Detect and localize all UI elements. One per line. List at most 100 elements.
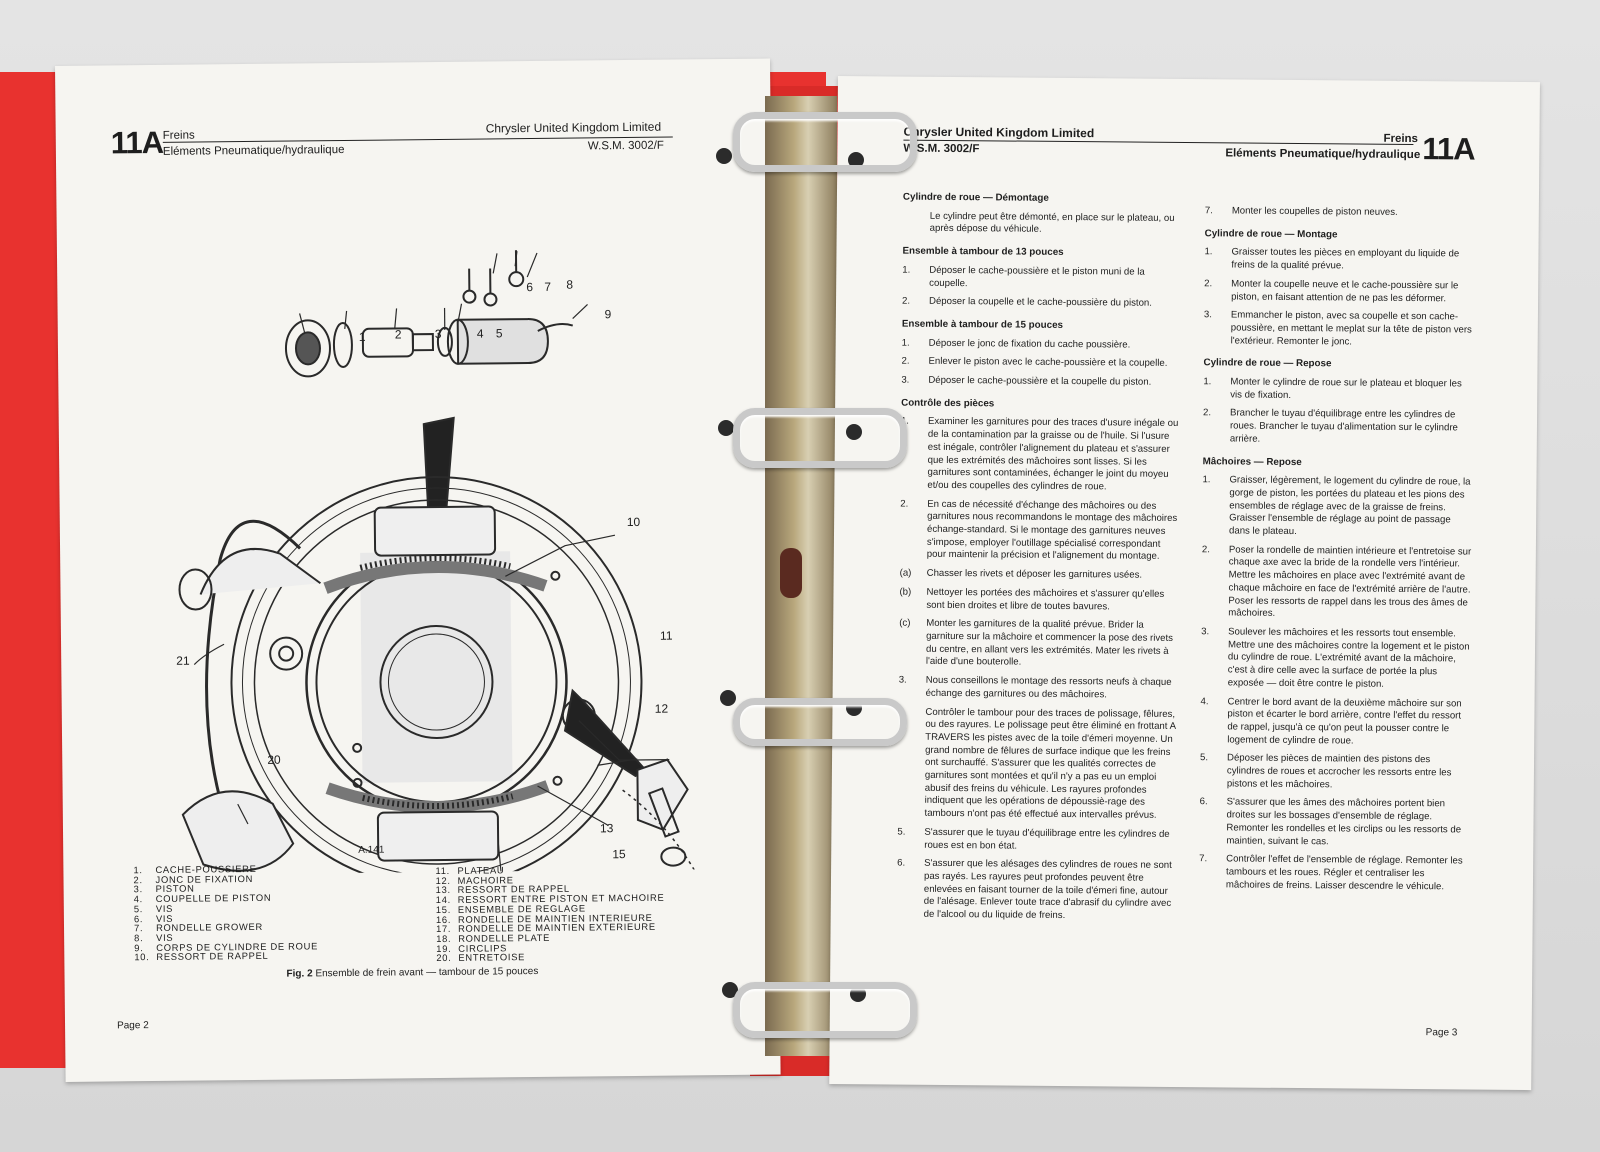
- right-page: Chrysler United Kingdom Limited W.S.M. 3…: [829, 76, 1540, 1091]
- brake-diagram: 1 2 3 4 5 6 7 8 9 10 11 12 13 14 15 16 1…: [176, 250, 709, 876]
- intro-paragraph: Le cylindre peut être démonté, en place …: [929, 210, 1175, 236]
- binder-ring-1: [733, 112, 917, 172]
- diagram-callout-21: 21: [176, 654, 190, 668]
- list-item: 3.Déposer le cache-poussière et la coupe…: [901, 374, 1152, 388]
- section-subtitle: Eléments Pneumatique/hydraulique: [1225, 147, 1421, 162]
- machoires-steps: 1.Graisser, légèrement, le logement du c…: [1199, 474, 1473, 893]
- diagram-callout-13: 13: [600, 821, 614, 835]
- list-item: 2.Brancher le tuyau d'équilibrage entre …: [1203, 407, 1458, 445]
- figure-caption-text: Ensemble de frein avant — tambour de 15 …: [315, 965, 539, 980]
- figure-caption: Fig. 2 Ensemble de frein avant — tambour…: [286, 966, 538, 980]
- diagram-callout-5: 5: [496, 326, 503, 340]
- diagram-reference: A.141: [358, 845, 385, 856]
- list-item: 2.Monter la coupelle neuve et le cache-p…: [1204, 278, 1459, 304]
- diagram-callout-15: 15: [612, 847, 626, 861]
- section-number: 11A: [110, 124, 164, 161]
- punch-hole-1-right: [848, 152, 864, 168]
- punch-hole-3: [720, 690, 736, 706]
- legend-number: 10.: [134, 951, 150, 963]
- left-page: 11A Freins Eléments Pneumatique/hydrauli…: [55, 58, 781, 1082]
- diagram-callout-3: 3: [435, 327, 442, 341]
- punch-hole-2: [718, 420, 734, 436]
- list-item: 5.S'assurer que le tuyau d'équilibrage e…: [897, 826, 1170, 852]
- list-item: 6.S'assurer que les âmes des mâchoires p…: [1199, 796, 1462, 847]
- controle-item-2: 2.En cas de nécessité d'échange des mâch…: [900, 498, 1178, 563]
- diagram-callout-8: 8: [566, 278, 573, 292]
- text-column-2: 7.Monter les coupelles de piston neuves.…: [1199, 205, 1475, 900]
- heading-machoires: Mâchoires — Repose: [1202, 455, 1302, 468]
- controle-item-1: 1.Examiner les garnitures pour des trace…: [900, 416, 1179, 493]
- company-name: Chrysler United Kingdom Limited: [903, 124, 1095, 141]
- heading-demontage: Cylindre de roue — Démontage: [902, 191, 1049, 204]
- repose-steps: 1.Monter le cylindre de roue sur le plat…: [1203, 376, 1474, 448]
- list-item: (a)Chasser les rivets et déposer les gar…: [899, 567, 1143, 581]
- list-item: 3.Soulever les mâchoires et les ressorts…: [1201, 626, 1470, 690]
- demontage-item-7: 7.Monter les coupelles de piston neuves.: [1204, 205, 1398, 218]
- manual-ref: W.S.M. 3002/F: [587, 139, 664, 153]
- list-item: 4.Centrer le bord avant de la deuxième m…: [1200, 695, 1462, 747]
- list-item: 1.Graisser, légèrement, le logement du c…: [1202, 474, 1471, 538]
- legend-label: COUPELLE DE PISTON: [155, 891, 272, 905]
- punch-hole-2-right: [846, 424, 862, 440]
- exploded-cylinder: [284, 250, 574, 378]
- page-number: Page 2: [116, 1020, 149, 1032]
- section-title: Freins: [1383, 132, 1419, 146]
- heading-controle: Contrôle des pièces: [901, 397, 995, 410]
- controle-subitems: (a)Chasser les rivets et déposer les gar…: [899, 568, 1182, 671]
- list-item: 3.Nous conseillons le montage des ressor…: [898, 674, 1172, 701]
- diagram-callout-7: 7: [544, 280, 551, 294]
- list-item: (b)Nettoyer les portées des mâchoires et…: [899, 586, 1165, 612]
- punch-hole-1: [716, 148, 732, 164]
- header-rule: [903, 139, 1414, 146]
- legend-number: 20.: [436, 952, 452, 964]
- list-item: 4.Contrôler le tambour pour des traces d…: [898, 706, 1176, 821]
- list-item: 6.S'assurer que les alésages des cylindr…: [897, 857, 1172, 922]
- controle-items-rest: 3.Nous conseillons le montage des ressor…: [897, 675, 1181, 924]
- diagram-callout-20-left: 20: [267, 753, 281, 767]
- diagram-callout-12: 12: [655, 702, 669, 716]
- list-item: 1.Monter le cylindre de roue sur le plat…: [1203, 376, 1462, 401]
- punch-hole-4-right: [850, 986, 866, 1002]
- legend-entry: 10. RESSORT DE RAPPEL: [134, 950, 318, 963]
- diagram-callout-9: 9: [605, 307, 612, 321]
- list-item: 1.Déposer le cache-poussière et le pisto…: [902, 264, 1145, 289]
- steps-15: 1.Déposer le jonc de fixation du cache p…: [901, 337, 1183, 390]
- diagram-callout-6: 6: [526, 280, 533, 294]
- heading-15: Ensemble à tambour de 15 pouces: [901, 318, 1064, 331]
- legend-label: ENTRETOISE: [458, 951, 526, 964]
- section-title: Freins: [162, 129, 195, 142]
- figure-label: Fig. 2: [286, 968, 313, 980]
- legend-entry: 20. ENTRETOISE: [436, 951, 665, 963]
- list-item: (c)Monter les garnitures de la qualité p…: [899, 617, 1174, 669]
- list-item: 3.Emmancher le piston, avec sa coupelle …: [1203, 309, 1472, 348]
- list-item: 2.Enlever le piston avec le cache-poussi…: [901, 355, 1168, 370]
- list-item: 2.Déposer la coupelle et le cache-poussi…: [901, 295, 1153, 309]
- section-number: 11A: [1422, 131, 1475, 167]
- company-name: Chrysler United Kingdom Limited: [485, 119, 662, 136]
- binder-ring-4: [733, 982, 917, 1038]
- binder-ring-2: [733, 408, 907, 468]
- diagram-callout-11: 11: [660, 629, 673, 643]
- diagram-callout-2: 2: [395, 327, 402, 341]
- heading-montage: Cylindre de roue — Montage: [1204, 227, 1338, 241]
- heading-13: Ensemble à tambour de 13 pouces: [902, 245, 1064, 259]
- list-item: 2.Poser la rondelle de maintien intérieu…: [1201, 543, 1472, 620]
- montage-steps: 1.Graisser toutes les pièces en employan…: [1204, 247, 1475, 350]
- list-item: 5.Déposer les pièces de maintien des pis…: [1200, 752, 1452, 791]
- spine-hole: [780, 548, 802, 598]
- binder-ring-3: [733, 698, 907, 746]
- text-column-1: Cylindre de roue — Démontage Le cylindre…: [897, 192, 1185, 930]
- list-item: 1.Déposer le jonc de fixation du cache p…: [901, 337, 1131, 351]
- diagram-callout-4: 4: [477, 327, 484, 341]
- list-item: 1.Graisser toutes les pièces en employan…: [1204, 246, 1460, 272]
- page-number: Page 3: [1425, 1027, 1458, 1039]
- section-subtitle: Eléments Pneumatique/hydraulique: [162, 143, 345, 158]
- legend-label: RESSORT DE RAPPEL: [156, 950, 269, 963]
- heading-repose: Cylindre de roue — Repose: [1203, 357, 1332, 370]
- diagram-callout-1: 1: [359, 330, 366, 344]
- diagram-callout-10: 10: [627, 515, 641, 529]
- list-item: 7.Contrôler l'effet de l'ensemble de rég…: [1199, 853, 1463, 892]
- steps-13: 1.Déposer le cache-poussière et le pisto…: [902, 264, 1184, 311]
